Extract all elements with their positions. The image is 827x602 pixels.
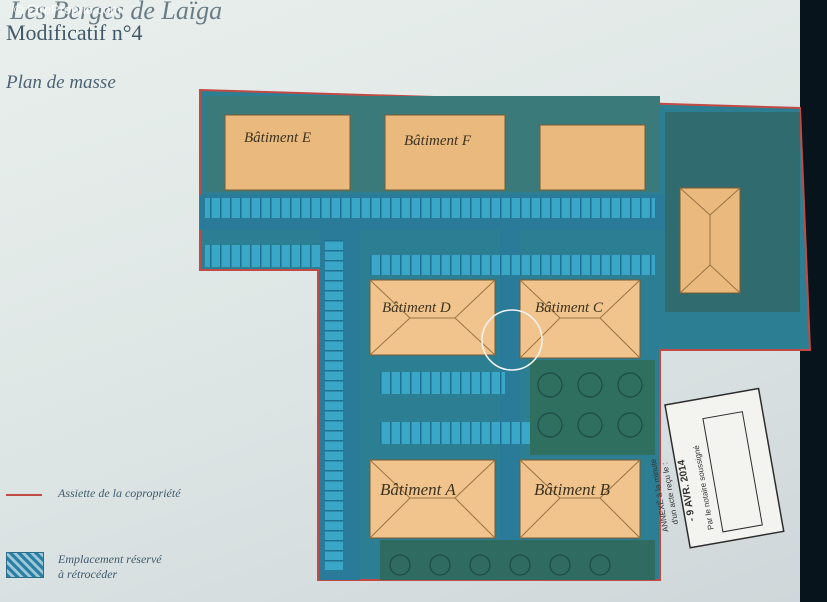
reserved-legend-line-2: à rétrocéder bbox=[58, 567, 118, 581]
building-c-label: Bâtiment C bbox=[535, 300, 603, 316]
parking-north bbox=[205, 198, 655, 218]
parking-west-column bbox=[325, 240, 343, 570]
lawn-south bbox=[380, 540, 655, 580]
building-b-shape bbox=[519, 459, 641, 539]
building-f-shape bbox=[384, 114, 506, 191]
building-a-shape bbox=[369, 459, 496, 539]
roof-lines bbox=[369, 187, 741, 539]
trees bbox=[389, 372, 643, 576]
reserved-legend-swatch bbox=[6, 552, 44, 578]
parking-row-2 bbox=[380, 422, 530, 444]
building-e-label: Bâtiment E bbox=[244, 130, 312, 146]
building-g-shape bbox=[539, 124, 646, 191]
highlight-circle bbox=[481, 309, 543, 371]
parking-middle bbox=[370, 255, 655, 275]
building-f-label: Bâtiment F bbox=[404, 133, 472, 149]
building-e-shape bbox=[224, 114, 351, 191]
boundary-legend-label: Assiette de la copropriété bbox=[58, 486, 181, 500]
lawn-center bbox=[530, 360, 655, 455]
road-center bbox=[500, 230, 520, 540]
plan-title: Plan de masse bbox=[6, 72, 116, 93]
stamp-text: ANNEXÉ à la minute d'un acte reçu le : -… bbox=[644, 420, 791, 551]
watermark: © EtreProprio.com bbox=[14, 2, 122, 17]
reserved-legend-label: Emplacement réservé à rétrocéder bbox=[58, 552, 218, 582]
project-title: Les Berges de Laïga bbox=[10, 0, 223, 25]
building-a-label: Bâtiment A bbox=[380, 480, 456, 499]
building-b-label: Bâtiment B bbox=[534, 480, 611, 499]
building-c-shape bbox=[519, 279, 641, 359]
reserved-legend-line-1: Emplacement réservé bbox=[58, 552, 162, 566]
boundary-legend-swatch bbox=[6, 494, 42, 496]
parking-row-1 bbox=[380, 372, 505, 394]
notary-stamp bbox=[664, 387, 785, 549]
building-east-shape bbox=[679, 187, 741, 294]
building-d-label: Bâtiment D bbox=[382, 300, 451, 316]
parking-west bbox=[205, 245, 320, 267]
modification-title: Modificatif n°4 bbox=[6, 20, 143, 45]
